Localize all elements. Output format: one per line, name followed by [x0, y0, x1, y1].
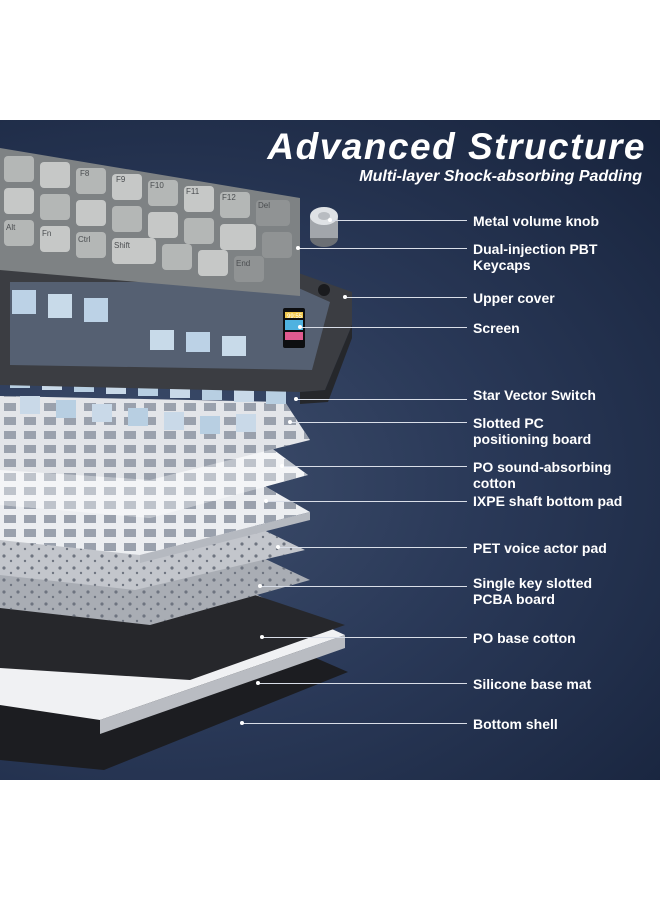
- keycap-legend-shift: Shift: [114, 241, 131, 250]
- leader-line: [242, 723, 467, 724]
- keycap-legend-alt: Alt: [6, 223, 16, 232]
- volume-knob-icon: [310, 207, 338, 247]
- keycap-legend-ctrl: Ctrl: [78, 235, 91, 244]
- keycap-legend-f10: F10: [150, 181, 164, 190]
- screen-readout: 99:55: [287, 314, 303, 320]
- label-po-sound-absorbing-cotton: PO sound-absorbing cotton: [473, 459, 612, 491]
- page-title: Advanced Structure: [267, 126, 646, 167]
- leader-dot: [294, 397, 298, 401]
- label-bottom-shell: Bottom shell: [473, 716, 558, 732]
- leader-dot: [264, 499, 268, 503]
- leader-dot: [276, 545, 280, 549]
- exploded-structure-panel: F8 F9 F10 F11 F12 Del Shift End Alt Fn C…: [0, 120, 660, 780]
- leader-line: [258, 683, 467, 684]
- leader-line: [330, 220, 467, 221]
- leader-line: [298, 248, 467, 249]
- label-slotted-pc-positioning-board: Slotted PC positioning board: [473, 415, 592, 447]
- leader-dot: [260, 635, 264, 639]
- leader-dot: [296, 246, 300, 250]
- keycap-legend-del: Del: [258, 201, 270, 210]
- label-po-base-cotton: PO base cotton: [473, 630, 576, 646]
- label-ixpe-shaft-bottom-pad: IXPE shaft bottom pad: [473, 493, 623, 509]
- leader-line: [300, 327, 467, 328]
- label-star-vector-switch: Star Vector Switch: [473, 387, 596, 403]
- keycap-legend-fn: Fn: [42, 229, 51, 238]
- leader-dot: [258, 584, 262, 588]
- leader-dot: [240, 721, 244, 725]
- leader-dot: [328, 218, 332, 222]
- leader-line: [296, 399, 467, 400]
- keycap-legend-end: End: [236, 259, 250, 268]
- upper-cover-layer: [0, 270, 352, 404]
- keycap-legend-f8: F8: [80, 169, 90, 178]
- label-screen: Screen: [473, 320, 520, 336]
- keycaps-layer: [0, 148, 300, 296]
- leader-dot: [298, 325, 302, 329]
- leader-line: [278, 547, 467, 548]
- leader-line: [262, 637, 467, 638]
- keycap-legend-f9: F9: [116, 175, 126, 184]
- leader-line: [260, 586, 467, 587]
- keycap-legends: F8 F9 F10 F11 F12 Del Shift End Alt Fn C…: [6, 169, 270, 268]
- label-upper-cover: Upper cover: [473, 290, 555, 306]
- label-single-key-slotted-pcba-board: Single key slotted PCBA board: [473, 575, 593, 607]
- leader-line: [266, 501, 467, 502]
- leader-dot: [280, 464, 284, 468]
- keycap-legend-f11: F11: [186, 187, 200, 196]
- leader-line: [345, 297, 467, 298]
- label-silicone-base-mat: Silicone base mat: [473, 676, 592, 692]
- label-metal-volume-knob: Metal volume knob: [473, 213, 600, 229]
- leader-line: [290, 422, 467, 423]
- keycap-legend-f12: F12: [222, 193, 236, 202]
- label-dual-injection-pbt-keycaps: Dual-injection PBT Keycaps: [473, 241, 598, 273]
- label-pet-voice-actor-pad: PET voice actor pad: [473, 540, 607, 556]
- leader-dot: [256, 681, 260, 685]
- pc-positioning-board-layer: [0, 396, 310, 480]
- page-subtitle: Multi-layer Shock-absorbing Padding: [359, 168, 642, 185]
- leader-dot: [343, 295, 347, 299]
- leader-line: [282, 466, 467, 467]
- leader-dot: [288, 420, 292, 424]
- keyboard-exploded-illustration: F8 F9 F10 F11 F12 Del Shift End Alt Fn C…: [0, 148, 352, 770]
